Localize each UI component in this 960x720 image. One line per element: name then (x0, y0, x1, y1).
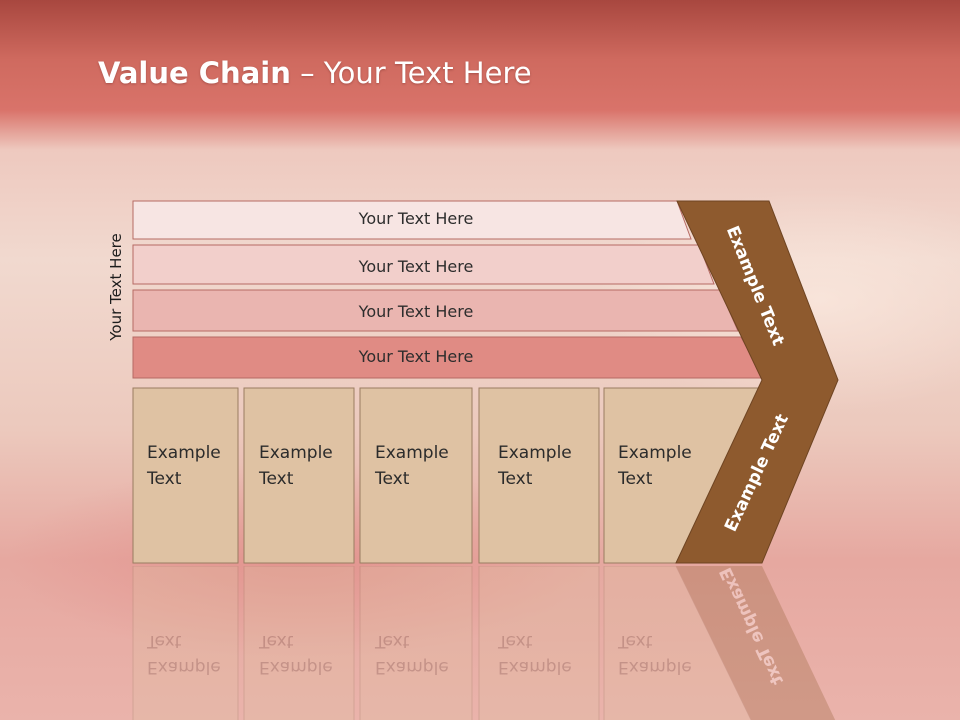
activity-box-4 (478, 387, 600, 564)
margin-chevron (675, 200, 839, 564)
slide-title: Value Chain – Your Text Here (98, 56, 532, 90)
support-bar-3 (132, 289, 739, 332)
support-bar-2 (132, 244, 715, 285)
support-bar-label-2: Your Text Here (358, 257, 474, 276)
activity-box-2 (243, 387, 355, 564)
support-bar-label-3: Your Text Here (358, 302, 474, 321)
activity-box-3 (359, 387, 473, 564)
title-bold: Value Chain (98, 56, 291, 90)
support-bar-label-1: Your Text Here (358, 209, 474, 228)
support-bar-1 (132, 200, 692, 240)
activity-box-1 (132, 387, 239, 564)
support-bar-label-4: Your Text Here (358, 347, 474, 366)
title-rest: – Your Text Here (290, 56, 532, 90)
